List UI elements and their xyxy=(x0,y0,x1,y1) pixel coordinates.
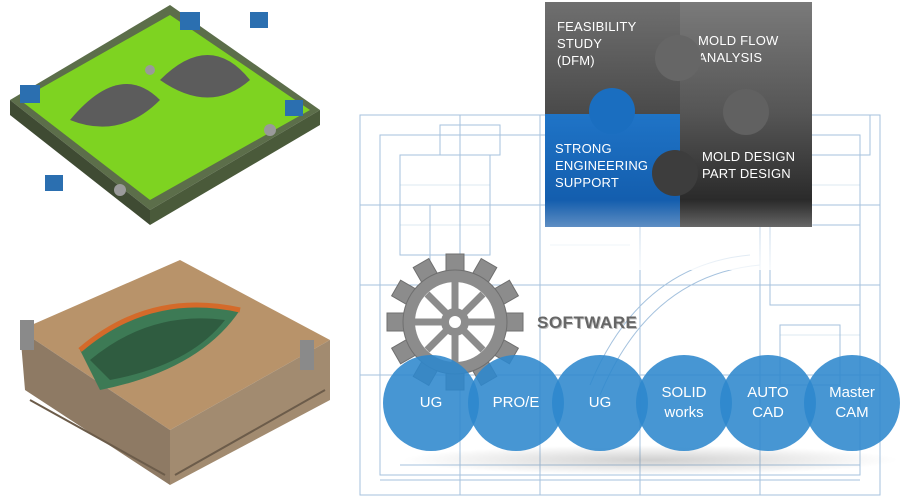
mold-render-image xyxy=(10,5,320,225)
puzzle-tab xyxy=(652,150,698,196)
software-label-ug-2: UG xyxy=(588,394,612,411)
software-circle-ug: UG xyxy=(383,355,479,451)
mold-render-image xyxy=(20,260,330,485)
software-label-solidworks: SOLID works xyxy=(661,384,707,421)
software-circle-proe: PRO/E xyxy=(468,355,564,451)
puzzle-reflection xyxy=(545,200,813,270)
engineering-label: STRONG ENGINEERING SUPPORT xyxy=(555,141,649,190)
software-heading: SOFTWARE xyxy=(537,313,638,332)
software-label-proe: PRO/E xyxy=(492,394,540,411)
software-label-autocad: AUTO CAD xyxy=(747,384,789,421)
mold-flow-label: MOLD FLOW ANALYSIS xyxy=(698,33,779,65)
software-label-ug: UG xyxy=(419,394,443,411)
software-circle-mastercam: Master CAM xyxy=(804,355,900,451)
software-circle-autocad: AUTO CAD xyxy=(720,355,816,451)
puzzle-tab xyxy=(589,88,635,134)
puzzle-tab xyxy=(655,35,701,81)
design-label: MOLD DESIGN PART DESIGN xyxy=(702,149,796,181)
feasibility-label: FEASIBILITY STUDY (DFM) xyxy=(557,19,637,68)
software-circle-solidworks: SOLID works xyxy=(636,355,732,451)
puzzle-tab xyxy=(723,89,769,135)
circle-shadow xyxy=(400,445,900,475)
software-circle-ug-2: UG xyxy=(552,355,648,451)
software-label-mastercam: Master CAM xyxy=(829,384,875,421)
